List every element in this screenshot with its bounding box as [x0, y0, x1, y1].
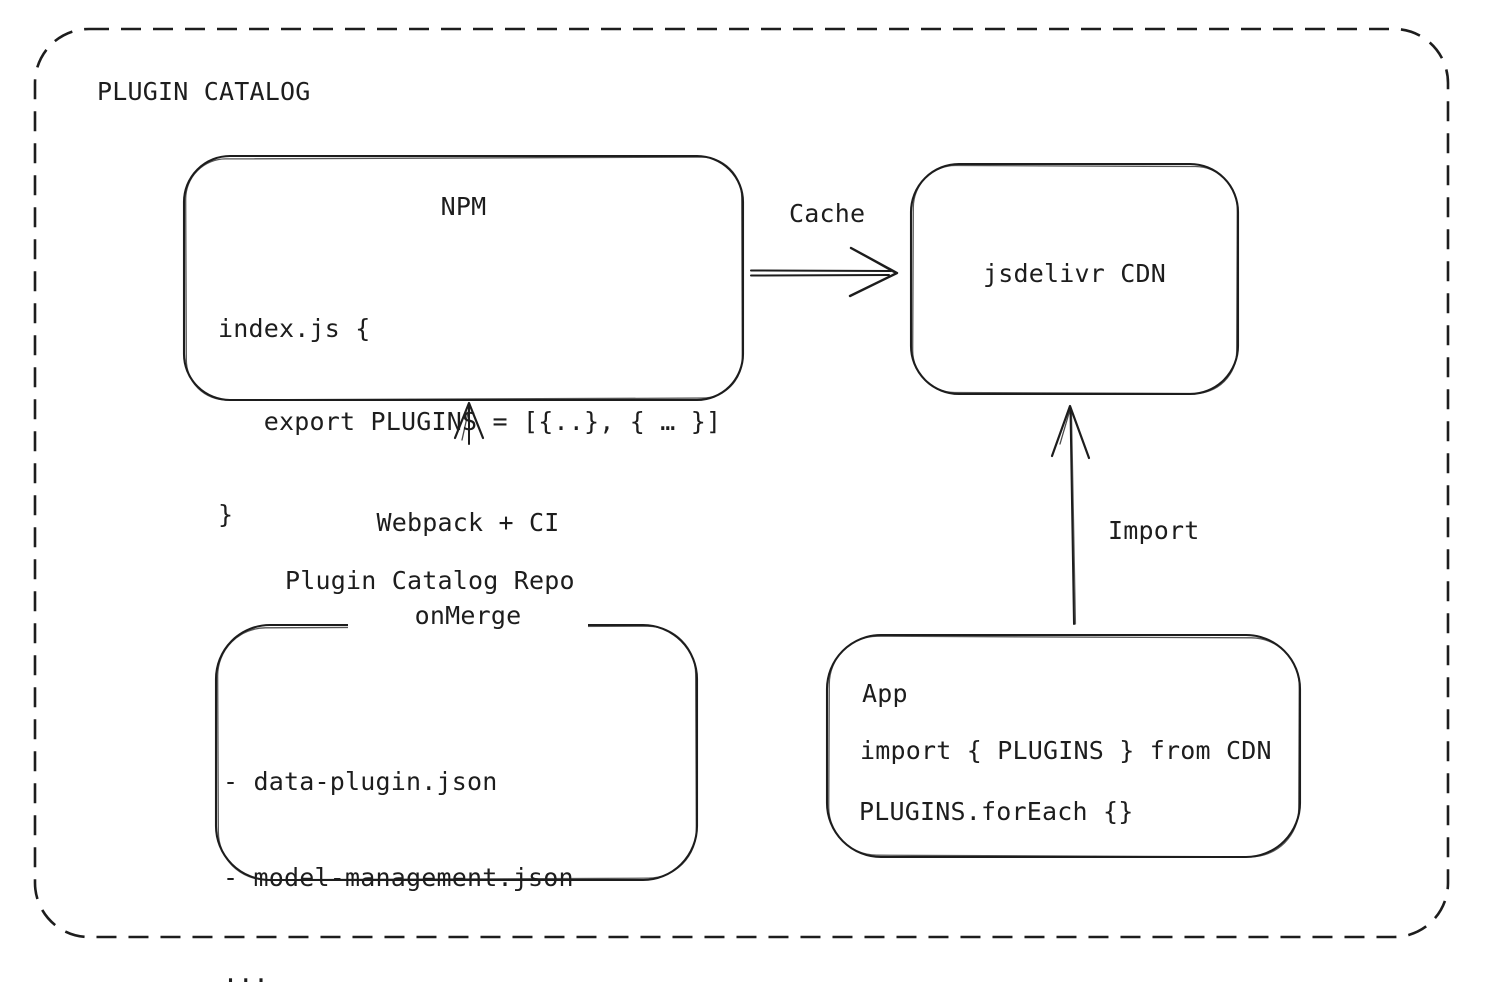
import-arrow-label: Import [1108, 516, 1200, 545]
cdn-node-title: jsdelivr CDN [982, 259, 1166, 288]
repo-file-item-ellipsis: ... [223, 959, 269, 988]
import-arrow [1050, 404, 1091, 625]
build-arrow-label: Webpack + CI onMerge [348, 445, 588, 693]
build-arrow-label-line-2: onMerge [414, 601, 522, 630]
catalog-boundary-dashed-border [33, 27, 1450, 939]
npm-node-box [182, 154, 745, 402]
app-code-line-1: import { PLUGINS } from CDN [860, 736, 1272, 765]
npm-code-line-3: } [218, 500, 234, 529]
build-arrow-label-line-1: Webpack + CI [376, 508, 560, 537]
npm-node-title: NPM [440, 192, 487, 221]
repo-node-file-list: - data-plugin.json - model-management.js… [223, 702, 574, 1002]
app-node-title: App [862, 679, 908, 708]
cdn-node-box [909, 162, 1240, 396]
repo-node-label: Plugin Catalog Repo [285, 566, 575, 595]
repo-file-item-1: - data-plugin.json [223, 767, 498, 796]
diagram-title: PLUGIN CATALOG [97, 77, 311, 106]
cache-arrow-label: Cache [789, 199, 866, 228]
app-node-box [825, 633, 1302, 859]
app-code-line-2: PLUGINS.forEach {} [859, 797, 1134, 826]
repo-file-item-2: - model-management.json [223, 863, 574, 892]
npm-node-code: index.js { export PLUGINS = [{..}, { … }… [218, 251, 721, 592]
cache-arrow [750, 246, 899, 298]
npm-code-line-2: export PLUGINS = [{..}, { … }] [218, 407, 722, 436]
npm-code-line-1: index.js { [218, 314, 371, 343]
